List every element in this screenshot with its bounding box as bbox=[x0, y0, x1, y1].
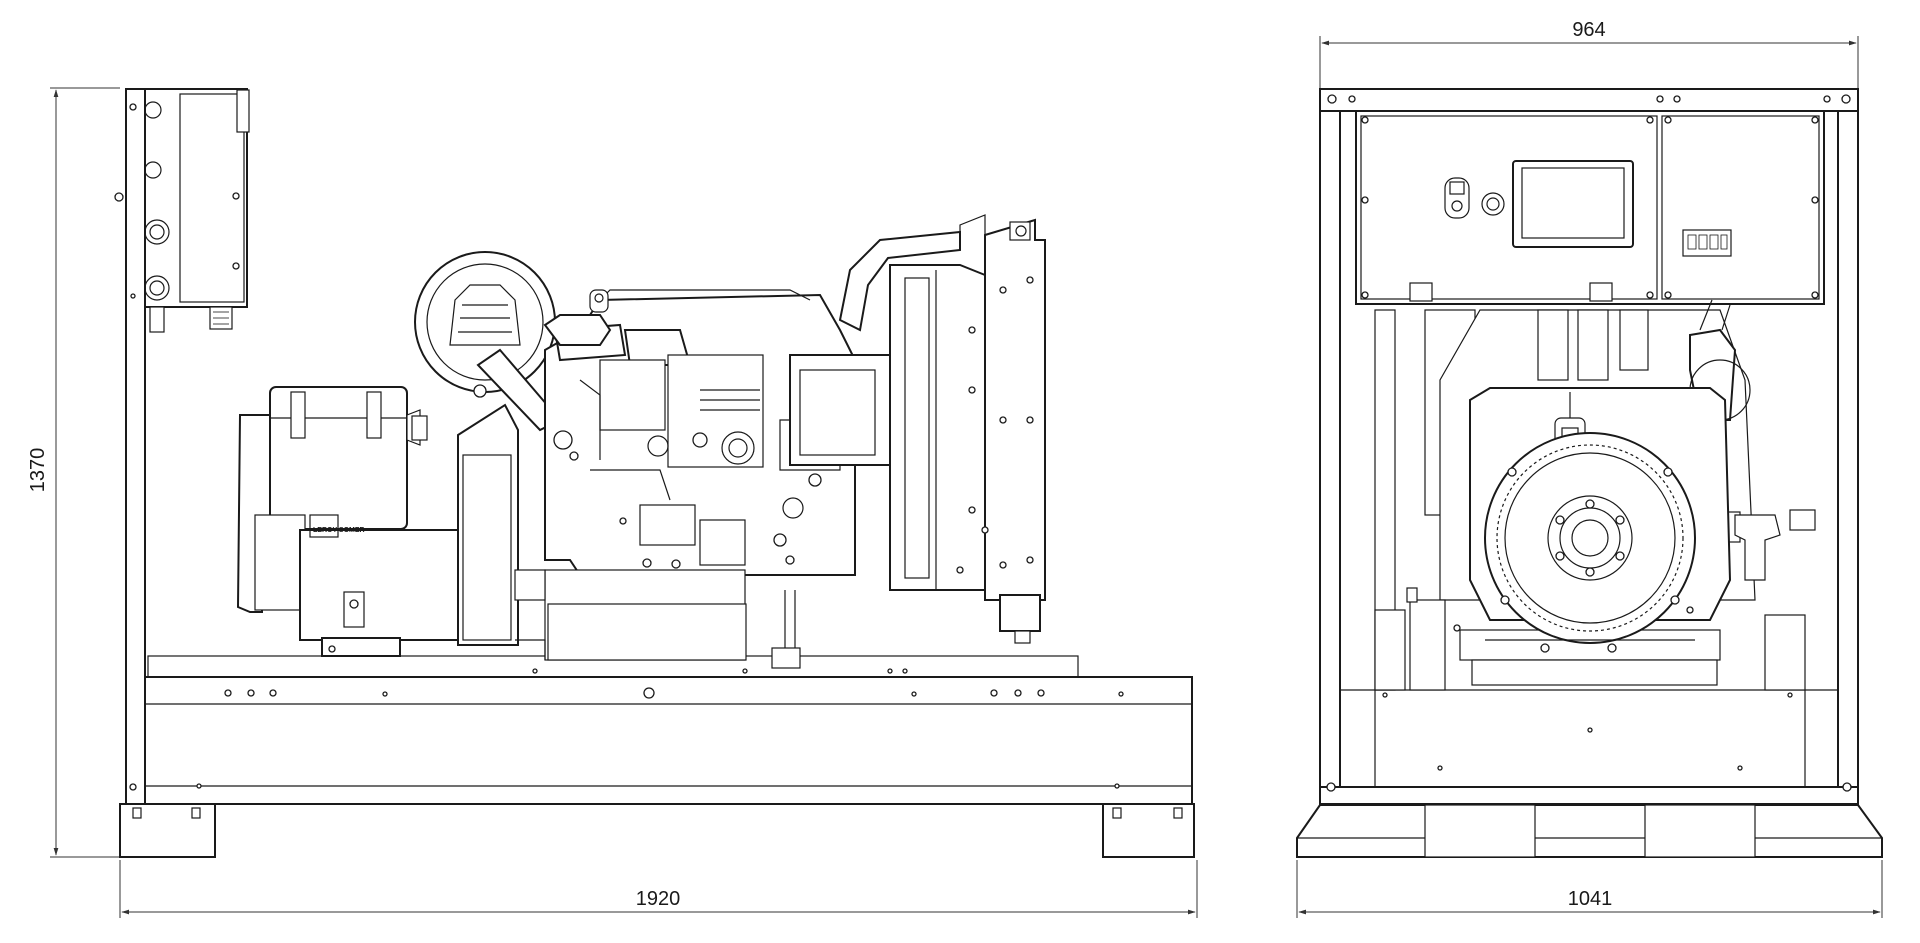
front-control-panel bbox=[1355, 110, 1825, 305]
front-alternator bbox=[1453, 387, 1732, 653]
alternator-brand: LEROY SOMER bbox=[313, 527, 365, 534]
base-frame bbox=[126, 655, 1193, 805]
front-base bbox=[1296, 804, 1883, 858]
control-box bbox=[114, 88, 250, 333]
height-label: 1370 bbox=[27, 448, 49, 493]
emergency-stop-button-icon bbox=[1481, 192, 1505, 216]
dimension-side-length: 1920 bbox=[119, 860, 1198, 918]
radiator bbox=[956, 214, 1046, 644]
front-view bbox=[1296, 88, 1883, 858]
engine bbox=[514, 289, 856, 669]
controller-display bbox=[1512, 160, 1634, 248]
dimension-front-width: 1041 bbox=[1296, 860, 1883, 918]
control-post bbox=[125, 88, 146, 805]
alternator: LEROY SOMER bbox=[236, 386, 459, 657]
dimension-front-top-width: 964 bbox=[1319, 19, 1859, 92]
intake-pipes bbox=[543, 230, 961, 346]
side-view: LEROY SOMER bbox=[114, 88, 1195, 858]
front-width-label: 1041 bbox=[1568, 888, 1613, 910]
air-filter bbox=[414, 251, 562, 432]
dimension-height: 1370 bbox=[27, 87, 120, 858]
radiator-guard bbox=[789, 264, 986, 591]
skid-feet bbox=[119, 803, 1195, 858]
front-top-width-label: 964 bbox=[1572, 19, 1605, 41]
side-length-label: 1920 bbox=[636, 888, 681, 910]
emergency-stop-icon bbox=[114, 192, 124, 202]
coupling-housing bbox=[457, 403, 519, 646]
